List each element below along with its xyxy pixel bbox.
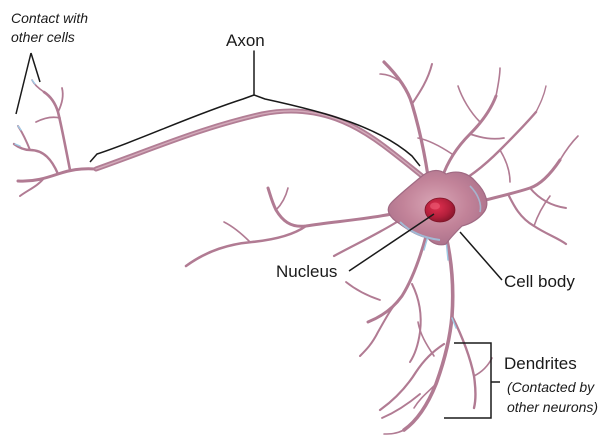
axon-shaft bbox=[96, 111, 422, 176]
contact-label-line2: other cells bbox=[11, 28, 88, 47]
contact-label-line1: Contact with bbox=[11, 9, 88, 28]
nucleus bbox=[425, 198, 455, 222]
contact-pointer bbox=[16, 53, 40, 114]
nucleus-label: Nucleus bbox=[276, 262, 337, 282]
contact-label: Contact with other cells bbox=[11, 9, 88, 47]
upper-dendrites bbox=[380, 62, 546, 186]
left-dendrites bbox=[186, 188, 400, 266]
axon-bracket bbox=[90, 51, 420, 166]
dendrites-label: Dendrites bbox=[504, 354, 577, 374]
axon-terminals bbox=[14, 80, 96, 196]
axon-label: Axon bbox=[226, 31, 265, 51]
right-dendrites bbox=[470, 136, 578, 244]
cell-body-label: Cell body bbox=[504, 272, 575, 292]
lower-dendrites bbox=[346, 236, 492, 434]
dendrites-bracket bbox=[444, 343, 500, 418]
contacted-label-line2: other neurons) bbox=[507, 397, 598, 417]
contacted-label: (Contacted by other neurons) bbox=[507, 377, 598, 417]
cell-body-leader bbox=[460, 232, 502, 280]
contacted-label-line1: (Contacted by bbox=[507, 377, 598, 397]
